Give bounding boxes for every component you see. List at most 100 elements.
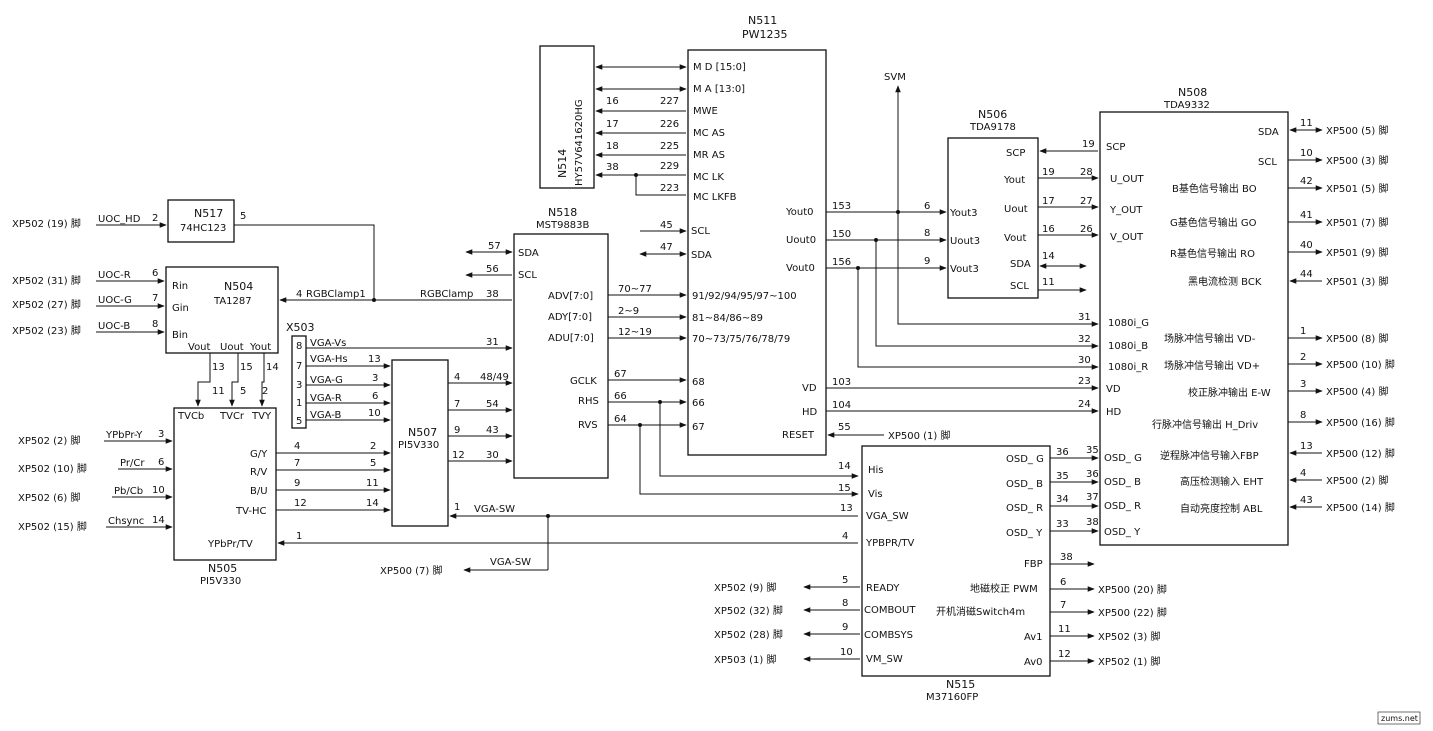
svg-text:38: 38 <box>486 289 499 300</box>
svg-text:30: 30 <box>1078 355 1091 366</box>
n505-pin-tvcb: TVCb <box>177 411 204 422</box>
svg-text:26: 26 <box>1080 224 1093 235</box>
chip-n508: N508 TDA9332 SCP U_OUT Y_OUT V_OUT 1080i… <box>1099 86 1289 546</box>
svg-text:6: 6 <box>1060 577 1066 588</box>
svg-text:12~19: 12~19 <box>618 327 652 338</box>
sig-uoc-hd: UOC_HD <box>98 214 141 225</box>
svg-text:67: 67 <box>614 369 627 380</box>
svg-text:4: 4 <box>842 531 848 542</box>
n511-pin-vout0: Vout0 <box>786 263 815 274</box>
svg-text:8: 8 <box>924 228 930 239</box>
port-xp500-14: XP500 (14) 脚 <box>1326 501 1395 514</box>
port-xp502-3: XP502 (3) 脚 <box>1098 630 1161 643</box>
n511-pin-mclk: MC LK <box>693 172 724 183</box>
n511-pin-sda: SDA <box>691 250 712 261</box>
n515-pin-osd-b: OSD_ B <box>1006 479 1043 490</box>
n518-pin-gclk: GCLK <box>570 376 597 387</box>
n504-pin-vout: Vout <box>188 342 211 353</box>
x503-pin-vga-b: VGA-B <box>310 410 341 421</box>
svg-text:47: 47 <box>660 242 673 253</box>
n511-pin-reset: RESET <box>782 430 815 441</box>
svg-text:11: 11 <box>212 386 225 397</box>
svg-text:13: 13 <box>212 362 225 373</box>
n517-name: N517 <box>194 207 223 220</box>
n504-pin-gin: Gin <box>172 303 189 314</box>
sig-uoc-b: UOC-B <box>98 321 130 332</box>
n511-pin-mras: MR AS <box>693 150 725 161</box>
chip-n515: His Vis VGA_SW YPBPR/TV READY COMBOUT CO… <box>861 445 1051 703</box>
svg-text:33: 33 <box>1056 519 1069 530</box>
svg-text:13: 13 <box>840 503 853 514</box>
svg-text:48/49: 48/49 <box>480 372 509 383</box>
svg-text:64: 64 <box>614 414 627 425</box>
n508-outputs: 11 XP500 (5) 脚 10 XP500 (3) 脚 42 XP501 (… <box>1288 118 1395 514</box>
n515-pin-ypbpr-tv: YPBPR/TV <box>865 538 914 549</box>
svg-text:15: 15 <box>838 483 851 494</box>
svg-text:1: 1 <box>454 502 460 513</box>
svg-text:14: 14 <box>838 461 851 472</box>
svg-text:11: 11 <box>1300 118 1313 129</box>
svg-text:38: 38 <box>606 162 619 173</box>
n506-pin-yout3: Yout3 <box>949 208 978 219</box>
n515-pin-fbp: FBP <box>1024 559 1043 570</box>
n508-fn-bo: B基色信号输出 BO <box>1172 182 1257 195</box>
n511-pin-yout0: Yout0 <box>785 207 814 218</box>
n508-name: N508 <box>1178 86 1207 99</box>
n508-pin-sda: SDA <box>1258 127 1279 138</box>
svg-text:32: 32 <box>1078 334 1091 345</box>
port-xp500-4: XP500 (4) 脚 <box>1326 385 1389 398</box>
n515-pin-vis: Vis <box>868 489 883 500</box>
x503-pin-vga-vs: VGA-Vs <box>310 338 346 349</box>
svg-text:5: 5 <box>240 386 246 397</box>
n511-pin-hd: HD <box>802 407 818 418</box>
svg-text:4: 4 <box>454 372 460 383</box>
svg-text:4: 4 <box>296 289 302 300</box>
svg-text:28: 28 <box>1080 167 1093 178</box>
svg-text:3: 3 <box>372 373 378 384</box>
n514-part: HY57V641620HG <box>574 99 585 186</box>
n515-pin-pwm: 地磁校正 PWM <box>970 582 1038 595</box>
svg-text:14: 14 <box>1042 251 1055 262</box>
svg-text:14: 14 <box>266 362 279 373</box>
svg-text:3: 3 <box>158 429 164 440</box>
svg-text:45: 45 <box>660 220 673 231</box>
svg-text:14: 14 <box>152 515 165 526</box>
n508-fn-abl: 自动亮度控制 ABL <box>1180 502 1263 515</box>
svg-text:223: 223 <box>660 183 679 194</box>
n505-pin-tvhc: TV-HC <box>235 506 266 517</box>
svg-text:6: 6 <box>372 391 378 402</box>
n515-pin-osd-r: OSD_ R <box>1006 503 1043 514</box>
svg-text:225: 225 <box>660 141 679 152</box>
svg-text:43: 43 <box>1300 495 1313 506</box>
port-xp500-8: XP500 (8) 脚 <box>1326 332 1389 345</box>
n508-fn-vd-plus: 场脉冲信号输出 VD+ <box>1164 359 1260 372</box>
svg-text:31: 31 <box>1078 312 1091 323</box>
n515-pin-switch4m: 开机消磁Switch4m <box>936 605 1025 618</box>
n505-pin-rv: R/V <box>250 467 267 478</box>
chip-n517: N517 74HC123 <box>167 199 235 243</box>
svg-text:12: 12 <box>452 450 465 461</box>
net-vga-sw: VGA-SW <box>474 504 515 515</box>
svg-text:10: 10 <box>152 485 165 496</box>
port-xp500-20: XP500 (20) 脚 <box>1098 583 1167 596</box>
sig-uoc-g: UOC-G <box>98 295 132 306</box>
svg-text:9: 9 <box>842 622 848 633</box>
n505-pin-ypbpr-tv: YPbPr/TV <box>207 539 253 550</box>
svg-text:23: 23 <box>1078 376 1091 387</box>
svg-text:1: 1 <box>296 531 302 542</box>
n511-pin-ady: 81~84/86~89 <box>692 313 763 324</box>
n511-pin-md: M D [15:0] <box>693 62 746 73</box>
n518-pin-scl: SCL <box>518 270 537 281</box>
svg-text:18: 18 <box>606 141 619 152</box>
n515-pin-ready: READY <box>866 583 900 594</box>
port-xp500-16: XP500 (16) 脚 <box>1326 416 1395 429</box>
n504-pin-bin: Bin <box>172 330 188 341</box>
n508-fn-fbp: 逆程脉冲信号输入FBP <box>1160 449 1259 462</box>
svg-text:2: 2 <box>262 386 268 397</box>
port-xp502-10: XP502 (10) 脚 <box>18 462 87 475</box>
n508-fn-bck: 黑电流检测 BCK <box>1188 275 1262 288</box>
svg-text:5: 5 <box>296 416 302 427</box>
port-xp502-23: XP502 (23) 脚 <box>12 324 81 337</box>
n505-name: N505 <box>208 562 237 575</box>
